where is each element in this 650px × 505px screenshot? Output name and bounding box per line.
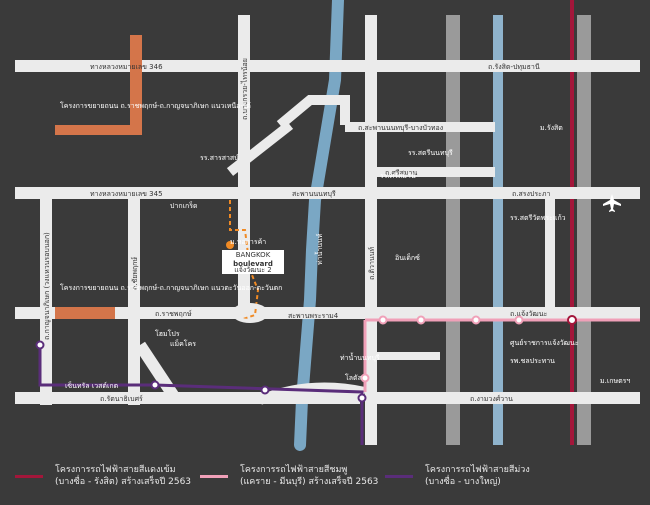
- pink-stations: [360, 315, 524, 383]
- label-road-346: ทางหลวงหมายเลข 346: [90, 63, 163, 71]
- label-kanchanaphisek: ถ.กาญจนาภิเษก (วงแหวนรอบนอก): [43, 232, 51, 340]
- road-bangkruai: [545, 199, 555, 319]
- label-chaengwattana-school: รร.สตรีวัดพระแก้ว: [510, 214, 566, 222]
- project-logo-box: [222, 250, 284, 274]
- label-pak-kret-bus: ปากเกร็ด: [170, 201, 198, 210]
- legend-pink-swatch: [200, 475, 228, 478]
- red-line: [570, 0, 574, 445]
- legend-pink-line2: (แคราย - มีนบุรี) สร้างเสร็จปี 2563: [240, 477, 379, 487]
- project-location-pin: [226, 241, 234, 249]
- label-rattanathibet: ถ.รัตนาธิเบศร์: [100, 395, 143, 403]
- label-ntu: ม.รังสิต: [540, 124, 563, 132]
- label-sainoi: ถ.สะพานนนทบุรี-บางบัวทอง: [358, 124, 443, 132]
- road-ratchaphruek: [128, 199, 140, 405]
- legend-red-line: โครงการรถไฟฟ้าสายสีแดงเข้ม (บางซื่อ - รั…: [15, 462, 215, 502]
- label-lotus: โลตัส: [345, 373, 363, 382]
- project-logo-main: boulevard: [233, 260, 273, 268]
- label-nonthaburi-bridge: สะพานนนทบุรี: [292, 190, 336, 198]
- label-kasetsart: ม.เกษตรฯ: [600, 377, 630, 385]
- label-nonthaburi-pier: ท่าน้ำนนทบุรี: [340, 351, 380, 362]
- brick-road-ns: [130, 35, 142, 135]
- brick-road-kanchana: [55, 307, 115, 319]
- interchange-circle: [232, 303, 268, 323]
- legend-red-swatch: [15, 475, 43, 478]
- legend-purple-line1: โครงการรถไฟฟ้าสายสีม่วง: [425, 465, 530, 475]
- label-rangsit-pathum: ถ.รังสิต-ปทุมธานี: [488, 63, 540, 71]
- label-bangkruai: ถ.บางกรวย-ไทรน้อย: [240, 58, 249, 120]
- legend-purple-line: โครงการรถไฟฟ้าสายสีม่วง (บางซื่อ - บางให…: [385, 462, 585, 502]
- label-index: อินเด็กซ์: [395, 253, 420, 262]
- road-chaengwattana: [15, 307, 640, 319]
- road-diag-lower: [134, 341, 181, 402]
- label-road-345: ทางหลวงหมายเลข 345: [90, 190, 163, 198]
- road-tiwanon: [365, 15, 377, 445]
- don-mueang-tollway: [446, 15, 460, 445]
- label-school: รร.สารสาสน์: [200, 154, 239, 162]
- legend-red-line1: โครงการรถไฟฟ้าสายสีแดงเข้ม: [55, 465, 176, 475]
- airplane-icon: [603, 194, 621, 212]
- label-central-westgate: เซ็นทรัล เวสต์เกต: [65, 381, 119, 390]
- road-kanchanaphisek: [40, 199, 52, 405]
- label-river: ท่าน้ำนนท์: [313, 233, 324, 265]
- label-makro: แม็คโคร: [170, 339, 196, 348]
- label-srisaman-school: รร.ศรีสมาน: [380, 172, 416, 180]
- red-pink-interchange: [567, 315, 577, 325]
- brick-road-ew: [55, 125, 140, 135]
- label-bridge-rama4: สะพานพระราม4: [288, 312, 339, 320]
- label-university: ม.หอการค้า: [230, 238, 266, 246]
- label-tiwanon: ถ.ติวานนท์: [368, 247, 376, 280]
- label-chaengwattana: ถ.แจ้งวัฒนะ: [510, 310, 548, 318]
- road-345: [15, 187, 640, 199]
- road-srisaman: [375, 167, 495, 177]
- vibhavadi-road: [577, 15, 591, 445]
- blue-rail-line: [493, 15, 503, 445]
- legend-purple-swatch: [385, 475, 413, 478]
- road-rattanathibet: [15, 392, 360, 404]
- legend: โครงการรถไฟฟ้าสายสีแดงเข้ม (บางซื่อ - รั…: [0, 462, 650, 502]
- legend-pink-line1: โครงการรถไฟฟ้าสายสีชมพู: [240, 465, 348, 475]
- label-prince-hospital: รพ.ชลประทาน: [510, 357, 555, 365]
- label-homepro: โฮมโปร: [155, 329, 180, 338]
- legend-purple-line2: (บางซื่อ - บางใหญ่): [425, 477, 501, 487]
- label-ngamwongwan: ถ.งามวงศ์วาน: [470, 395, 513, 403]
- label-ministry: ศูนย์ราชการแจ้งวัฒนะ: [510, 339, 579, 347]
- road-ngamwongwan: [375, 392, 640, 404]
- label-bangbuathong-school: รร.สตรีนนทบุรี: [408, 149, 453, 157]
- road-phahon: [375, 352, 440, 360]
- project-logo-sub: แจ้งวัฒนะ 2: [234, 266, 272, 274]
- label-srisaman: ถ.ศรีสมาน: [385, 169, 417, 177]
- road-pathumthani-bridge: [276, 95, 350, 129]
- label-chaiyaphruek: ถ.ชัยพฤกษ์: [131, 257, 139, 290]
- road-sainoi-bridge: [345, 122, 495, 132]
- legend-red-line2: (บางซื่อ - รังสิต) สร้างเสร็จปี 2563: [55, 477, 192, 487]
- road-chaiyaphruek: [238, 15, 250, 315]
- label-songprapha: ถ.สรงประภา: [512, 190, 550, 198]
- road-bridge-curve: [258, 382, 367, 405]
- annotation-brick-a: โครงการขยายถนน ถ.ราชพฤกษ์-ถ.กาญจนาภิเษก …: [60, 101, 251, 110]
- project-logo-top: BANGKOK: [236, 251, 271, 259]
- purple-stations: [35, 340, 367, 403]
- road-346: [15, 60, 640, 72]
- legend-pink-line: โครงการรถไฟฟ้าสายสีชมพู (แคราย - มีนบุรี…: [200, 462, 400, 502]
- label-ratchaphruek: ถ.ราชพฤกษ์: [155, 310, 192, 318]
- annotation-brick-b: โครงการขยายถนน ถ.ราชพฤกษ์-ถ.กาญจนาภิเษก …: [60, 283, 282, 292]
